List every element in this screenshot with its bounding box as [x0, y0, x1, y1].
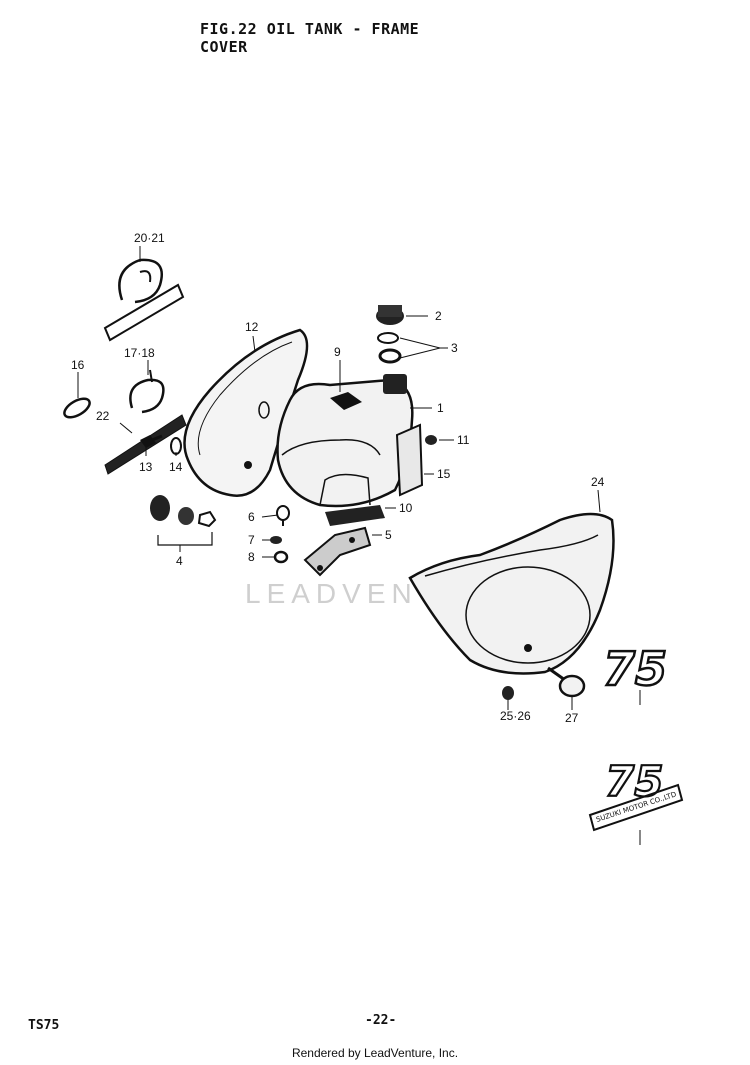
badge-27-number: 75 [605, 757, 663, 806]
bolt-6[interactable] [276, 505, 290, 526]
part-label-2: 2 [435, 309, 442, 323]
grommet-11[interactable] [425, 435, 437, 445]
knob-bolt-24[interactable] [547, 666, 586, 698]
model-code: TS75 [28, 1018, 60, 1033]
gaskets-3[interactable] [377, 332, 402, 364]
right-frame-cover-22[interactable] [408, 512, 615, 675]
nut-23[interactable] [502, 686, 514, 700]
leader-lines [77, 246, 641, 845]
band-10[interactable] [325, 505, 385, 526]
emblem-75-25-26[interactable]: 75 [602, 641, 669, 698]
part-label-24: 27 [565, 711, 579, 725]
part-label-3: 3 [451, 341, 458, 355]
page-number: -22- [365, 1013, 397, 1028]
part-label-22: 24 [591, 475, 605, 489]
part-label-9: 9 [334, 345, 341, 359]
part-label-23: 25·26 [500, 709, 531, 723]
part-label-13: 13 [139, 460, 153, 474]
oil-tank-1[interactable] [276, 374, 414, 508]
figure-title: FIG.22 OIL TANK - FRAME COVER [200, 20, 420, 56]
part-label-14: 14 [169, 460, 183, 474]
part-label-17-18: 17·18 [124, 346, 155, 360]
part-label-1: 1 [437, 401, 444, 415]
badge-27[interactable]: 75 SUZUKI MOTOR CO.,LTD [588, 756, 684, 832]
part-label-15: 15 [437, 467, 451, 481]
oval-badge-16[interactable] [61, 395, 92, 421]
washer-8[interactable] [273, 550, 289, 564]
stripe-emblem-17-18[interactable] [104, 369, 187, 475]
bracket-5[interactable] [303, 526, 372, 577]
part-label-10: 10 [399, 501, 413, 515]
stripe-emblem-19[interactable] [103, 258, 185, 342]
washer-14[interactable] [170, 437, 182, 455]
part-label-20-21: 22 [96, 409, 110, 423]
cap-assembly-4[interactable] [150, 495, 217, 546]
part-label-7: 7 [248, 533, 255, 547]
left-frame-cover-12[interactable] [183, 328, 309, 497]
part-label-16: 16 [71, 358, 85, 372]
part-label-5: 5 [385, 528, 392, 542]
tank-cap-2[interactable] [376, 305, 404, 325]
part-label-11: 11 [457, 433, 470, 447]
part-label-8: 8 [248, 550, 255, 564]
part-label-6: 6 [248, 510, 255, 524]
pad-15[interactable] [395, 423, 424, 497]
part-label-4: 4 [176, 554, 183, 568]
part-label-19: 20·21 [134, 231, 165, 245]
rendered-by: Rendered by LeadVenture, Inc. [291, 1046, 459, 1060]
screw-13[interactable] [140, 434, 163, 448]
part-label-12: 12 [245, 320, 259, 334]
washer-7[interactable] [270, 536, 282, 544]
